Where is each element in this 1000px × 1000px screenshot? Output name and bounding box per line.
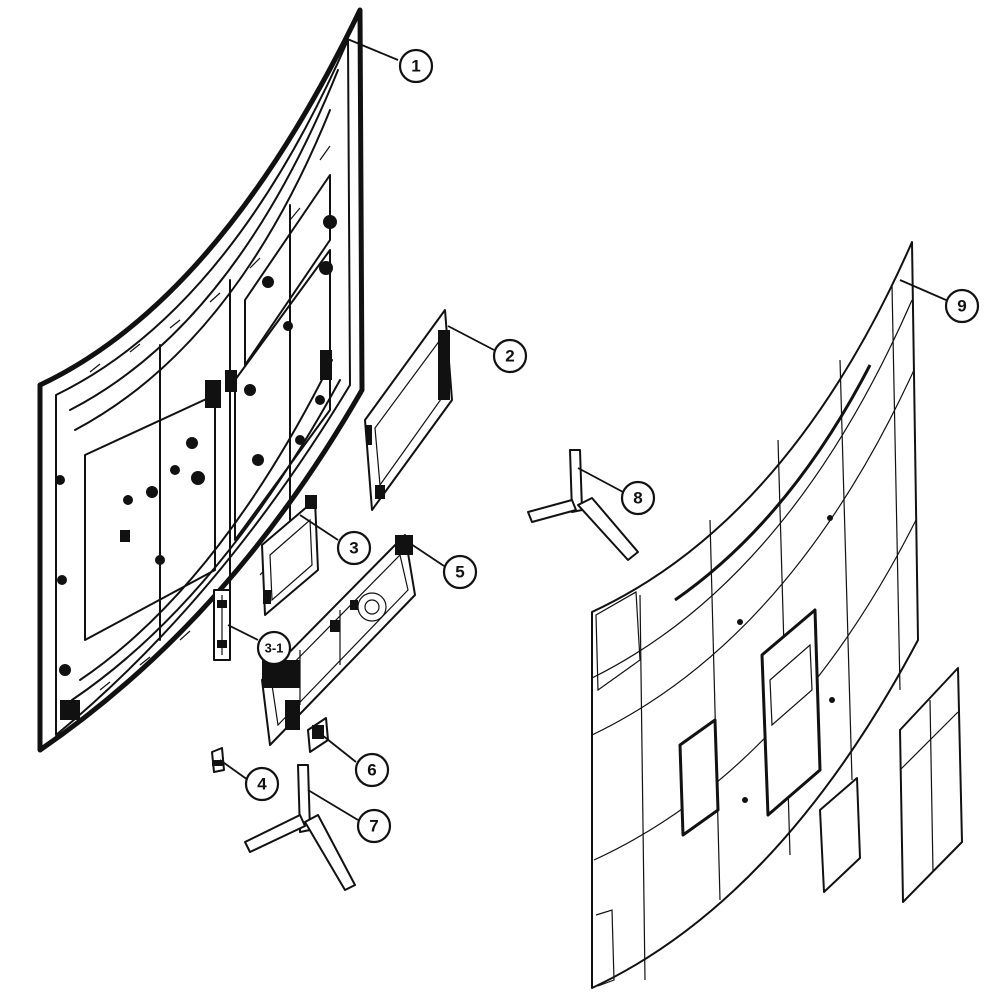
callout-6-label: 6 (367, 761, 376, 780)
callout-1-label: 1 (411, 57, 420, 76)
callout-2-label: 2 (505, 347, 514, 366)
part-3-1-strip (213, 589, 231, 661)
part-1-chassis-frame (37, 7, 365, 753)
callout-5-label: 5 (455, 563, 464, 582)
callout-3-1-label: 3-1 (265, 641, 284, 656)
callout-9-label: 9 (957, 297, 966, 316)
callout-7: 7 (356, 808, 392, 844)
callout-3: 3 (336, 530, 372, 566)
callout-8-label: 8 (633, 489, 642, 508)
leader-lines (219, 37, 947, 821)
callout-5: 5 (442, 554, 478, 590)
callout-4: 4 (244, 766, 280, 802)
part-5-main-board (261, 534, 416, 746)
callout-9: 9 (944, 288, 980, 324)
callout-2: 2 (492, 338, 528, 374)
part-2-board (364, 309, 453, 511)
part-4-clip (211, 747, 225, 773)
callout-3-label: 3 (349, 539, 358, 558)
callout-1: 1 (398, 48, 434, 84)
callout-8: 8 (620, 480, 656, 516)
cover-plate-small (819, 777, 861, 893)
callout-4-label: 4 (257, 775, 267, 794)
part-8-stand (527, 449, 639, 561)
part-9-rear-cover (591, 241, 919, 989)
part-7-stand (244, 764, 356, 891)
callout-7-label: 7 (369, 817, 378, 836)
callout-6: 6 (354, 752, 390, 788)
part-6-module (307, 717, 329, 753)
callout-3-1: 3-1 (256, 630, 292, 666)
part-3-board (261, 495, 319, 616)
cover-plate-large (899, 667, 963, 903)
